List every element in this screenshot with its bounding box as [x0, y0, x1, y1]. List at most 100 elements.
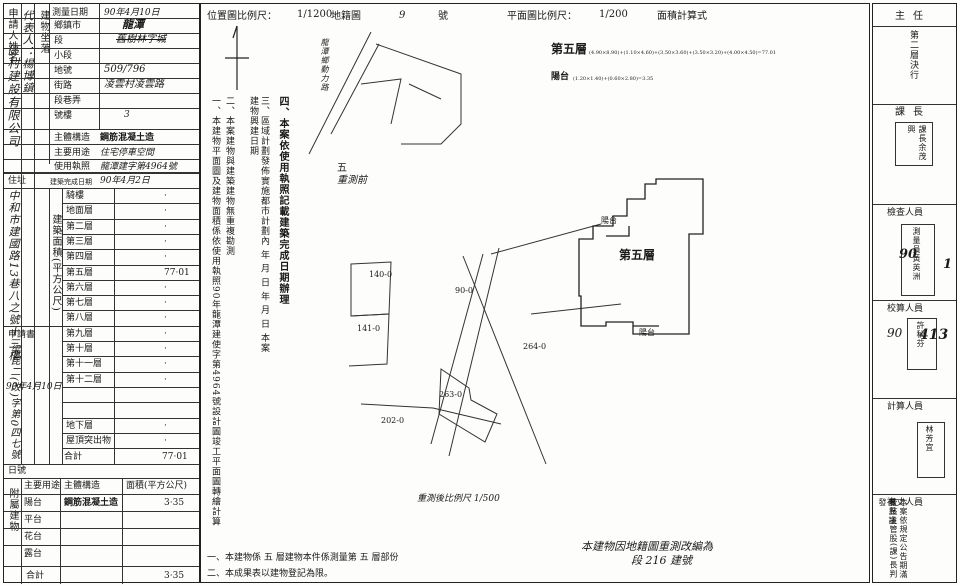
area-label: 建築面積(平方公尺): [50, 214, 61, 312]
floor-row-divider: [62, 402, 199, 404]
annex-row-divider: [4, 528, 199, 529]
floor-label: 第九層: [66, 328, 94, 339]
location-subsection-label: 小段: [54, 51, 73, 61]
annex-cell-use: 平台: [24, 515, 43, 525]
survey-date-label: 測量日期: [52, 8, 89, 18]
total-value: 77·01: [162, 452, 188, 462]
floor-label: 第二層: [66, 221, 94, 232]
location-township-label: 鄉鎮市: [54, 21, 82, 31]
location-scale-label: 位置圖比例尺：: [207, 11, 277, 22]
door-no-value: 3: [124, 110, 130, 120]
floor-area-value: ·: [164, 221, 167, 232]
annex-header-structure: 主體構造: [64, 481, 101, 491]
floor-area-value: ·: [164, 282, 167, 293]
floor-area-value: ·: [164, 252, 167, 263]
side-note-2: 校核主管股(課)長判發: [878, 498, 898, 579]
completion-label: 建築完成日期: [50, 178, 92, 186]
side-number-1: 90: [899, 247, 918, 262]
floor-row-divider: [62, 325, 199, 327]
annex-cell-use: 花台: [24, 532, 43, 542]
floor-label: 第七層: [66, 298, 94, 309]
floor-label: 第五層: [66, 267, 94, 278]
area-calc-label: 面積計算式: [657, 11, 707, 22]
footer-note-1: 一、本建物係 五 層建物本件係測量第 五 層部份: [207, 553, 399, 563]
floor-row-divider: [62, 279, 199, 281]
floor-row-divider: [62, 249, 199, 251]
annex-row-divider: [4, 511, 199, 512]
location-section-label: 段: [54, 36, 64, 46]
floor-area-value: 77·01: [164, 267, 190, 278]
location-caption: 重測前: [337, 175, 367, 186]
floor-label: 地面層: [66, 206, 94, 217]
address-label: 住址: [8, 176, 27, 186]
floor-row-divider: [62, 341, 199, 342]
sheet-suffix: 號: [438, 11, 448, 22]
second-floor-label: 第二層決行: [908, 30, 918, 80]
structure-label: 主體構造: [54, 133, 91, 143]
floor-row-divider: [62, 356, 199, 358]
building-info-table: 申請人姓名 區村建設有限公司 代表人：楊博鎮 住址 中和市建國路13巷八之號十三…: [3, 3, 200, 584]
location-sketch: [308, 31, 462, 155]
footer-title: 本建物因地籍圖重測改編為: [581, 540, 713, 553]
floor-label: 第六層: [66, 282, 94, 293]
floor-row-divider: [62, 417, 199, 419]
plan-fifth-label: 第五層: [619, 248, 656, 262]
balcony-label: 陽台: [551, 72, 570, 82]
chief-stamp: 課長余茂興: [895, 122, 933, 166]
section-chief-label: 課長: [895, 107, 931, 118]
cadastral-map: [348, 223, 622, 465]
checker-stamp: 測量員黃英洲: [901, 224, 935, 296]
township-value: 龍潭: [122, 18, 144, 31]
applicant-name: 區村建設有限公司: [6, 44, 20, 148]
plan-balcony-top: 陽台: [601, 216, 617, 225]
use-value: 住宅停車空間: [100, 148, 155, 158]
floor-row-divider: [62, 386, 199, 388]
drawing-area: 位置圖比例尺： 1/1200 地籍圖 9 號 平面圖比例尺： 1/200 面積計…: [200, 3, 870, 583]
license-value: 龍潭建字第4964號: [100, 162, 177, 172]
license-label: 使用執照: [54, 162, 91, 172]
annex-total-label: 合計: [26, 571, 45, 581]
checker-label: 檢查人員: [887, 208, 924, 218]
floor-area-value: ·: [164, 435, 167, 446]
parcel-141: 141-0: [357, 324, 381, 333]
side-number-3: 90: [887, 326, 903, 340]
annex-header-area: 面積(平方公尺): [126, 481, 188, 491]
street-label: 龍潭鄉動力路: [320, 38, 329, 92]
annex-row-divider: [4, 494, 199, 495]
total-label: 合計: [64, 452, 83, 462]
floor-row-divider: [62, 233, 199, 235]
floor-label: 第十二層: [66, 374, 103, 385]
floor-row-divider: [62, 295, 199, 297]
application-value: 梁昆二(改)字第0四七號: [8, 344, 19, 461]
applicant-label: 申請人姓名: [6, 8, 17, 63]
north-arrow: [225, 25, 249, 90]
floor-row-divider: [62, 218, 199, 220]
plan-balcony-bottom: 陽台: [639, 328, 655, 337]
calc-label: 校算人員: [887, 304, 924, 314]
parcel-263: 263-0: [439, 390, 463, 399]
scale-caption: 重測後比例尺 1/500: [417, 494, 500, 504]
floor-area-value: ·: [164, 236, 167, 247]
floor-label: 屋頂突出物: [66, 435, 112, 446]
side-note: 本案依規定公告期滿無異議: [888, 498, 908, 579]
floor-area-value: ·: [164, 191, 167, 201]
annex-cell-area: 3·35: [164, 498, 185, 508]
sheet-no: 9: [399, 10, 406, 21]
use-label: 主要用途: [54, 148, 91, 158]
parcel-90: 90-0: [455, 286, 473, 295]
drawing-svg: [225, 25, 704, 465]
application-label: 申請書: [8, 330, 36, 340]
floor-row-divider: [62, 432, 199, 434]
balcony-formula: (1.20×1.40)+(0.60×2.80)=3.35: [573, 76, 654, 82]
floor-label: 騎樓: [66, 191, 85, 201]
floor-area-value: ·: [164, 298, 167, 309]
annex-cell-structure: 鋼筋混凝土造: [64, 498, 119, 508]
floor-label: 第十一層: [66, 359, 103, 370]
floor-row-divider: [62, 264, 199, 266]
floor-row-divider: [62, 203, 199, 205]
street-value: 凌雲村凌雲路: [104, 79, 164, 90]
floor-row-divider: [62, 310, 199, 312]
sheet-label: 地籍圖: [331, 11, 361, 22]
parcel-140: 140-0: [369, 270, 393, 279]
head-label: 主任: [895, 11, 931, 22]
